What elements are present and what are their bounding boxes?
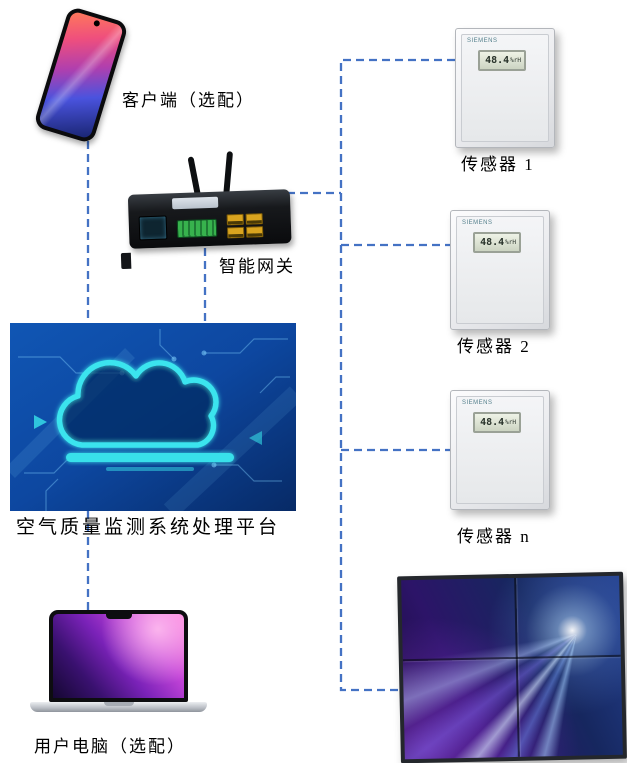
sensor-image: SIEMENS 48.4 %rH [455, 28, 555, 148]
sensor-lcd-unit: %rH [505, 419, 516, 426]
client-label: 客户端（选配） [122, 91, 255, 110]
sensor-label: 传感器 n [457, 527, 531, 546]
cloud-platform-image [10, 323, 296, 511]
sensor-lcd-display: 48.4 %rH [473, 412, 521, 433]
gateway-mount-bracket [120, 252, 132, 270]
gateway-image [120, 147, 292, 270]
gateway-ethernet-ports [226, 213, 264, 239]
gateway-antenna-icon [187, 156, 201, 197]
sensor-lcd-display: 48.4 %rH [478, 50, 526, 71]
laptop-base [30, 702, 207, 712]
gateway-label: 智能网关 [219, 257, 295, 276]
sensor-brand-text: SIEMENS [462, 220, 493, 226]
laptop-camera-notch [105, 614, 132, 619]
sensor-label: 传感器 1 [461, 155, 535, 174]
sensor-brand-text: SIEMENS [462, 400, 493, 406]
platform-label: 空气质量监测系统处理平台 [16, 517, 281, 538]
smartphone-image [32, 5, 130, 145]
display-screen-content [401, 575, 623, 760]
computer-label: 用户电脑（选配） [34, 737, 186, 756]
laptop-image [30, 610, 207, 716]
smartphone-screen [37, 10, 125, 140]
laptop-wallpaper [53, 614, 184, 698]
sensor-lcd-value: 48.4 [480, 417, 505, 428]
sensor-face: SIEMENS 48.4 %rH [456, 216, 544, 324]
sensor-lcd-display: 48.4 %rH [473, 232, 521, 253]
sensor-face: SIEMENS 48.4 %rH [456, 396, 544, 504]
display-panel-seam-vertical [514, 577, 521, 757]
sensor-brand-text: SIEMENS [467, 38, 498, 44]
laptop-lid-notch [103, 702, 134, 706]
gateway-label-sticker [171, 196, 219, 210]
sensor-lcd-unit: %rH [505, 239, 516, 246]
display-panel-seam-horizontal [402, 654, 621, 662]
sensor-label: 传感器 2 [457, 337, 531, 356]
display-screen-image [397, 571, 627, 763]
gateway-antenna-icon [223, 151, 234, 196]
sensor-lcd-value: 48.4 [485, 55, 510, 66]
smartphone-screen-shine [37, 10, 125, 140]
laptop-screen [49, 610, 188, 702]
gateway-terminal-block [176, 218, 218, 239]
sensor-image: SIEMENS 48.4 %rH [450, 210, 550, 330]
sensor-face: SIEMENS 48.4 %rH [461, 34, 549, 142]
gateway-screen [138, 215, 168, 241]
sensor-image: SIEMENS 48.4 %rH [450, 390, 550, 510]
sensor-lcd-unit: %rH [510, 57, 521, 64]
sensor-lcd-value: 48.4 [480, 237, 505, 248]
gateway-body [120, 189, 292, 270]
